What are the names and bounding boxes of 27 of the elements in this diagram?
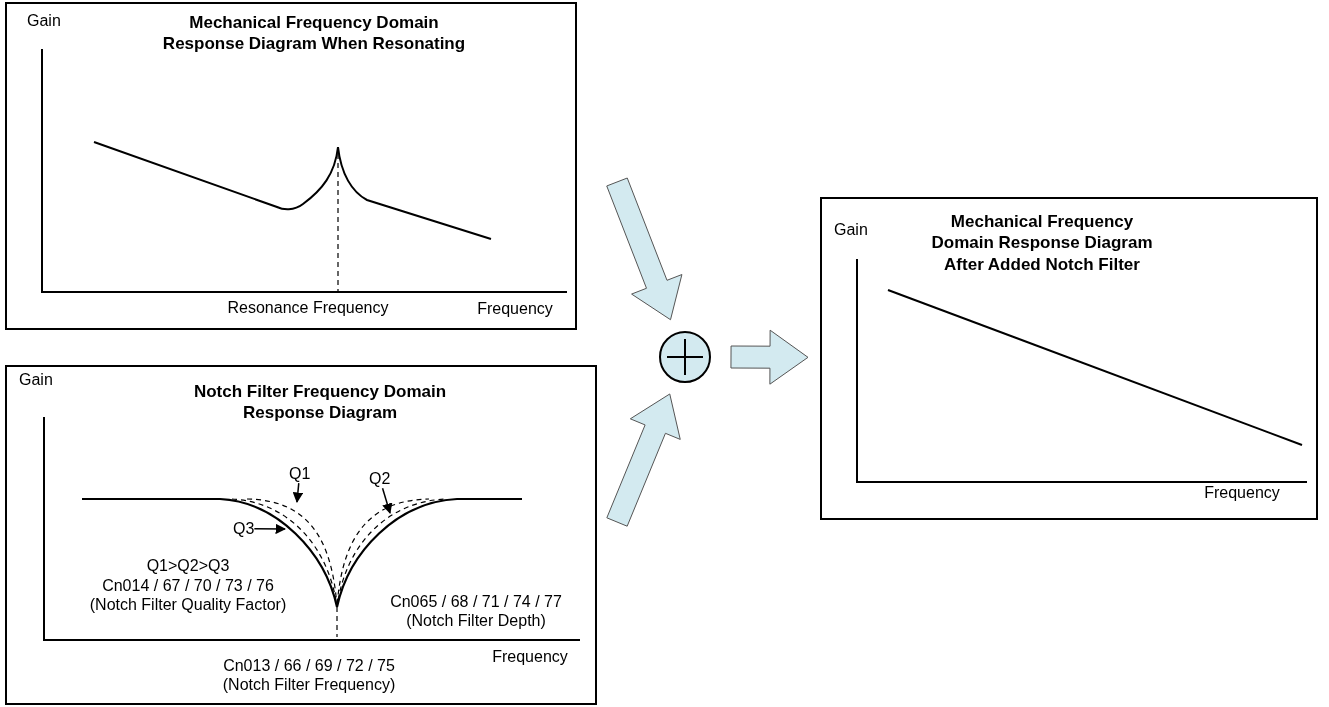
- block-arrow: [606, 393, 681, 527]
- curve-label: Q2: [369, 469, 391, 489]
- chart-title: Notch Filter Frequency Domain Response Diagram: [192, 381, 448, 424]
- axis-label: Resonance Frequency: [226, 298, 390, 318]
- parameter-note: Cn013 / 66 / 69 / 72 / 75 (Notch Filter Frequency): [221, 656, 397, 695]
- axis-label: Gain: [834, 220, 868, 240]
- parameter-note: Cn014 / 67 / 70 / 73 / 76 (Notch Filter Quality Factor): [88, 576, 288, 615]
- axis-label: Frequency: [1203, 483, 1281, 503]
- chart-panel: [5, 365, 597, 705]
- axis-label: Gain: [27, 11, 61, 31]
- leader-arrow: [381, 487, 393, 514]
- chart-title: Mechanical Frequency Domain Response Diagram When Resonating: [161, 12, 467, 55]
- chart-title: Mechanical Frequency Domain Response Diagram After Added Notch Filter: [930, 211, 1154, 275]
- chart-panel: [820, 197, 1318, 520]
- block-arrow: [606, 177, 683, 321]
- summing-junction-icon: [659, 331, 711, 383]
- inequality-note: Q1>Q2>Q3: [145, 556, 231, 576]
- leader-arrow: [253, 523, 287, 535]
- block-arrow: [730, 329, 809, 385]
- chart-panel: [5, 2, 577, 330]
- leader-arrow: [292, 482, 304, 504]
- axis-label: Gain: [19, 370, 53, 390]
- curve-label: Q3: [233, 519, 255, 539]
- curve-label: Q1: [289, 464, 311, 484]
- axis-label: Frequency: [476, 299, 554, 319]
- parameter-note: Cn065 / 68 / 71 / 74 / 77 (Notch Filter Depth): [389, 592, 563, 631]
- axis-label: Frequency: [491, 647, 569, 667]
